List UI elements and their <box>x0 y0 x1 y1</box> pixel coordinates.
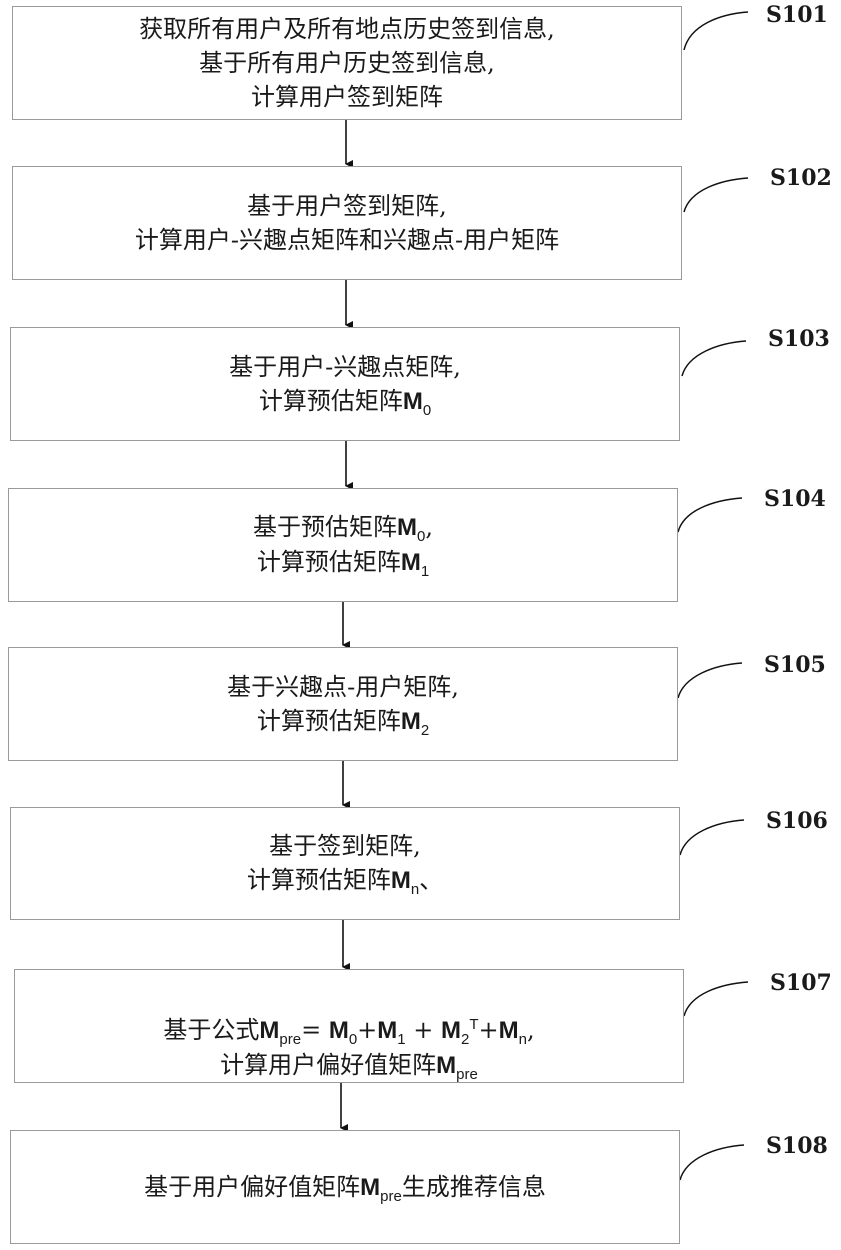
step-s104-line-2: 计算预估矩阵M1 <box>257 545 429 580</box>
step-label-s104: S104 <box>764 486 826 512</box>
leader-s101 <box>684 12 748 50</box>
step-box-s107: 基于公式Mpre= M0+M1 + M2T+Mn, 计算用户偏好值矩阵Mpre <box>14 969 684 1083</box>
step-box-s103: 基于用户-兴趣点矩阵, 计算预估矩阵M0 <box>10 327 680 441</box>
step-box-s102: 基于用户签到矩阵, 计算用户-兴趣点矩阵和兴趣点-用户矩阵 <box>12 166 682 280</box>
step-s103-line-2: 计算预估矩阵M0 <box>259 384 431 419</box>
step-s102-line-1: 基于用户签到矩阵, <box>247 189 447 223</box>
step-box-s105: 基于兴趣点-用户矩阵, 计算预估矩阵M2 <box>8 647 678 761</box>
step-s107-line-2: 计算用户偏好值矩阵Mpre <box>220 1048 478 1083</box>
step-s102-line-2: 计算用户-兴趣点矩阵和兴趣点-用户矩阵 <box>135 223 559 257</box>
leader-s103 <box>682 341 746 376</box>
step-label-s107: S107 <box>770 970 832 996</box>
step-s101-line-1: 获取所有用户及所有地点历史签到信息, <box>139 12 555 46</box>
leader-s107 <box>684 982 748 1016</box>
leader-s108 <box>680 1145 744 1180</box>
step-s101-line-3: 计算用户签到矩阵 <box>251 80 443 114</box>
leader-s102 <box>684 178 748 212</box>
step-s108-line-1: 基于用户偏好值矩阵Mpre生成推荐信息 <box>144 1170 546 1205</box>
step-box-s104: 基于预估矩阵M0, 计算预估矩阵M1 <box>8 488 678 602</box>
step-s106-line-1: 基于签到矩阵, <box>269 829 421 863</box>
step-s104-line-1: 基于预估矩阵M0, <box>253 510 433 545</box>
step-box-s106: 基于签到矩阵, 计算预估矩阵Mn、 <box>10 807 680 920</box>
step-label-s103: S103 <box>768 326 830 352</box>
step-s103-line-1: 基于用户-兴趣点矩阵, <box>229 350 461 384</box>
leader-s105 <box>678 663 742 698</box>
step-box-s101: 获取所有用户及所有地点历史签到信息, 基于所有用户历史签到信息, 计算用户签到矩… <box>12 6 682 120</box>
step-label-s108: S108 <box>766 1133 828 1159</box>
step-s107-line-1: 基于公式Mpre= M0+M1 + M2T+Mn, <box>163 1013 534 1048</box>
step-s101-line-2: 基于所有用户历史签到信息, <box>199 46 495 80</box>
step-s106-line-2: 计算预估矩阵Mn、 <box>247 863 443 898</box>
leader-s106 <box>680 820 744 855</box>
step-label-s106: S106 <box>766 808 828 834</box>
step-label-s101: S101 <box>766 2 828 28</box>
step-box-s108: 基于用户偏好值矩阵Mpre生成推荐信息 <box>10 1130 680 1244</box>
step-label-s105: S105 <box>764 652 826 678</box>
step-s105-line-1: 基于兴趣点-用户矩阵, <box>227 670 459 704</box>
leader-s104 <box>678 498 742 532</box>
step-s105-line-2: 计算预估矩阵M2 <box>257 704 429 739</box>
step-label-s102: S102 <box>770 165 832 191</box>
